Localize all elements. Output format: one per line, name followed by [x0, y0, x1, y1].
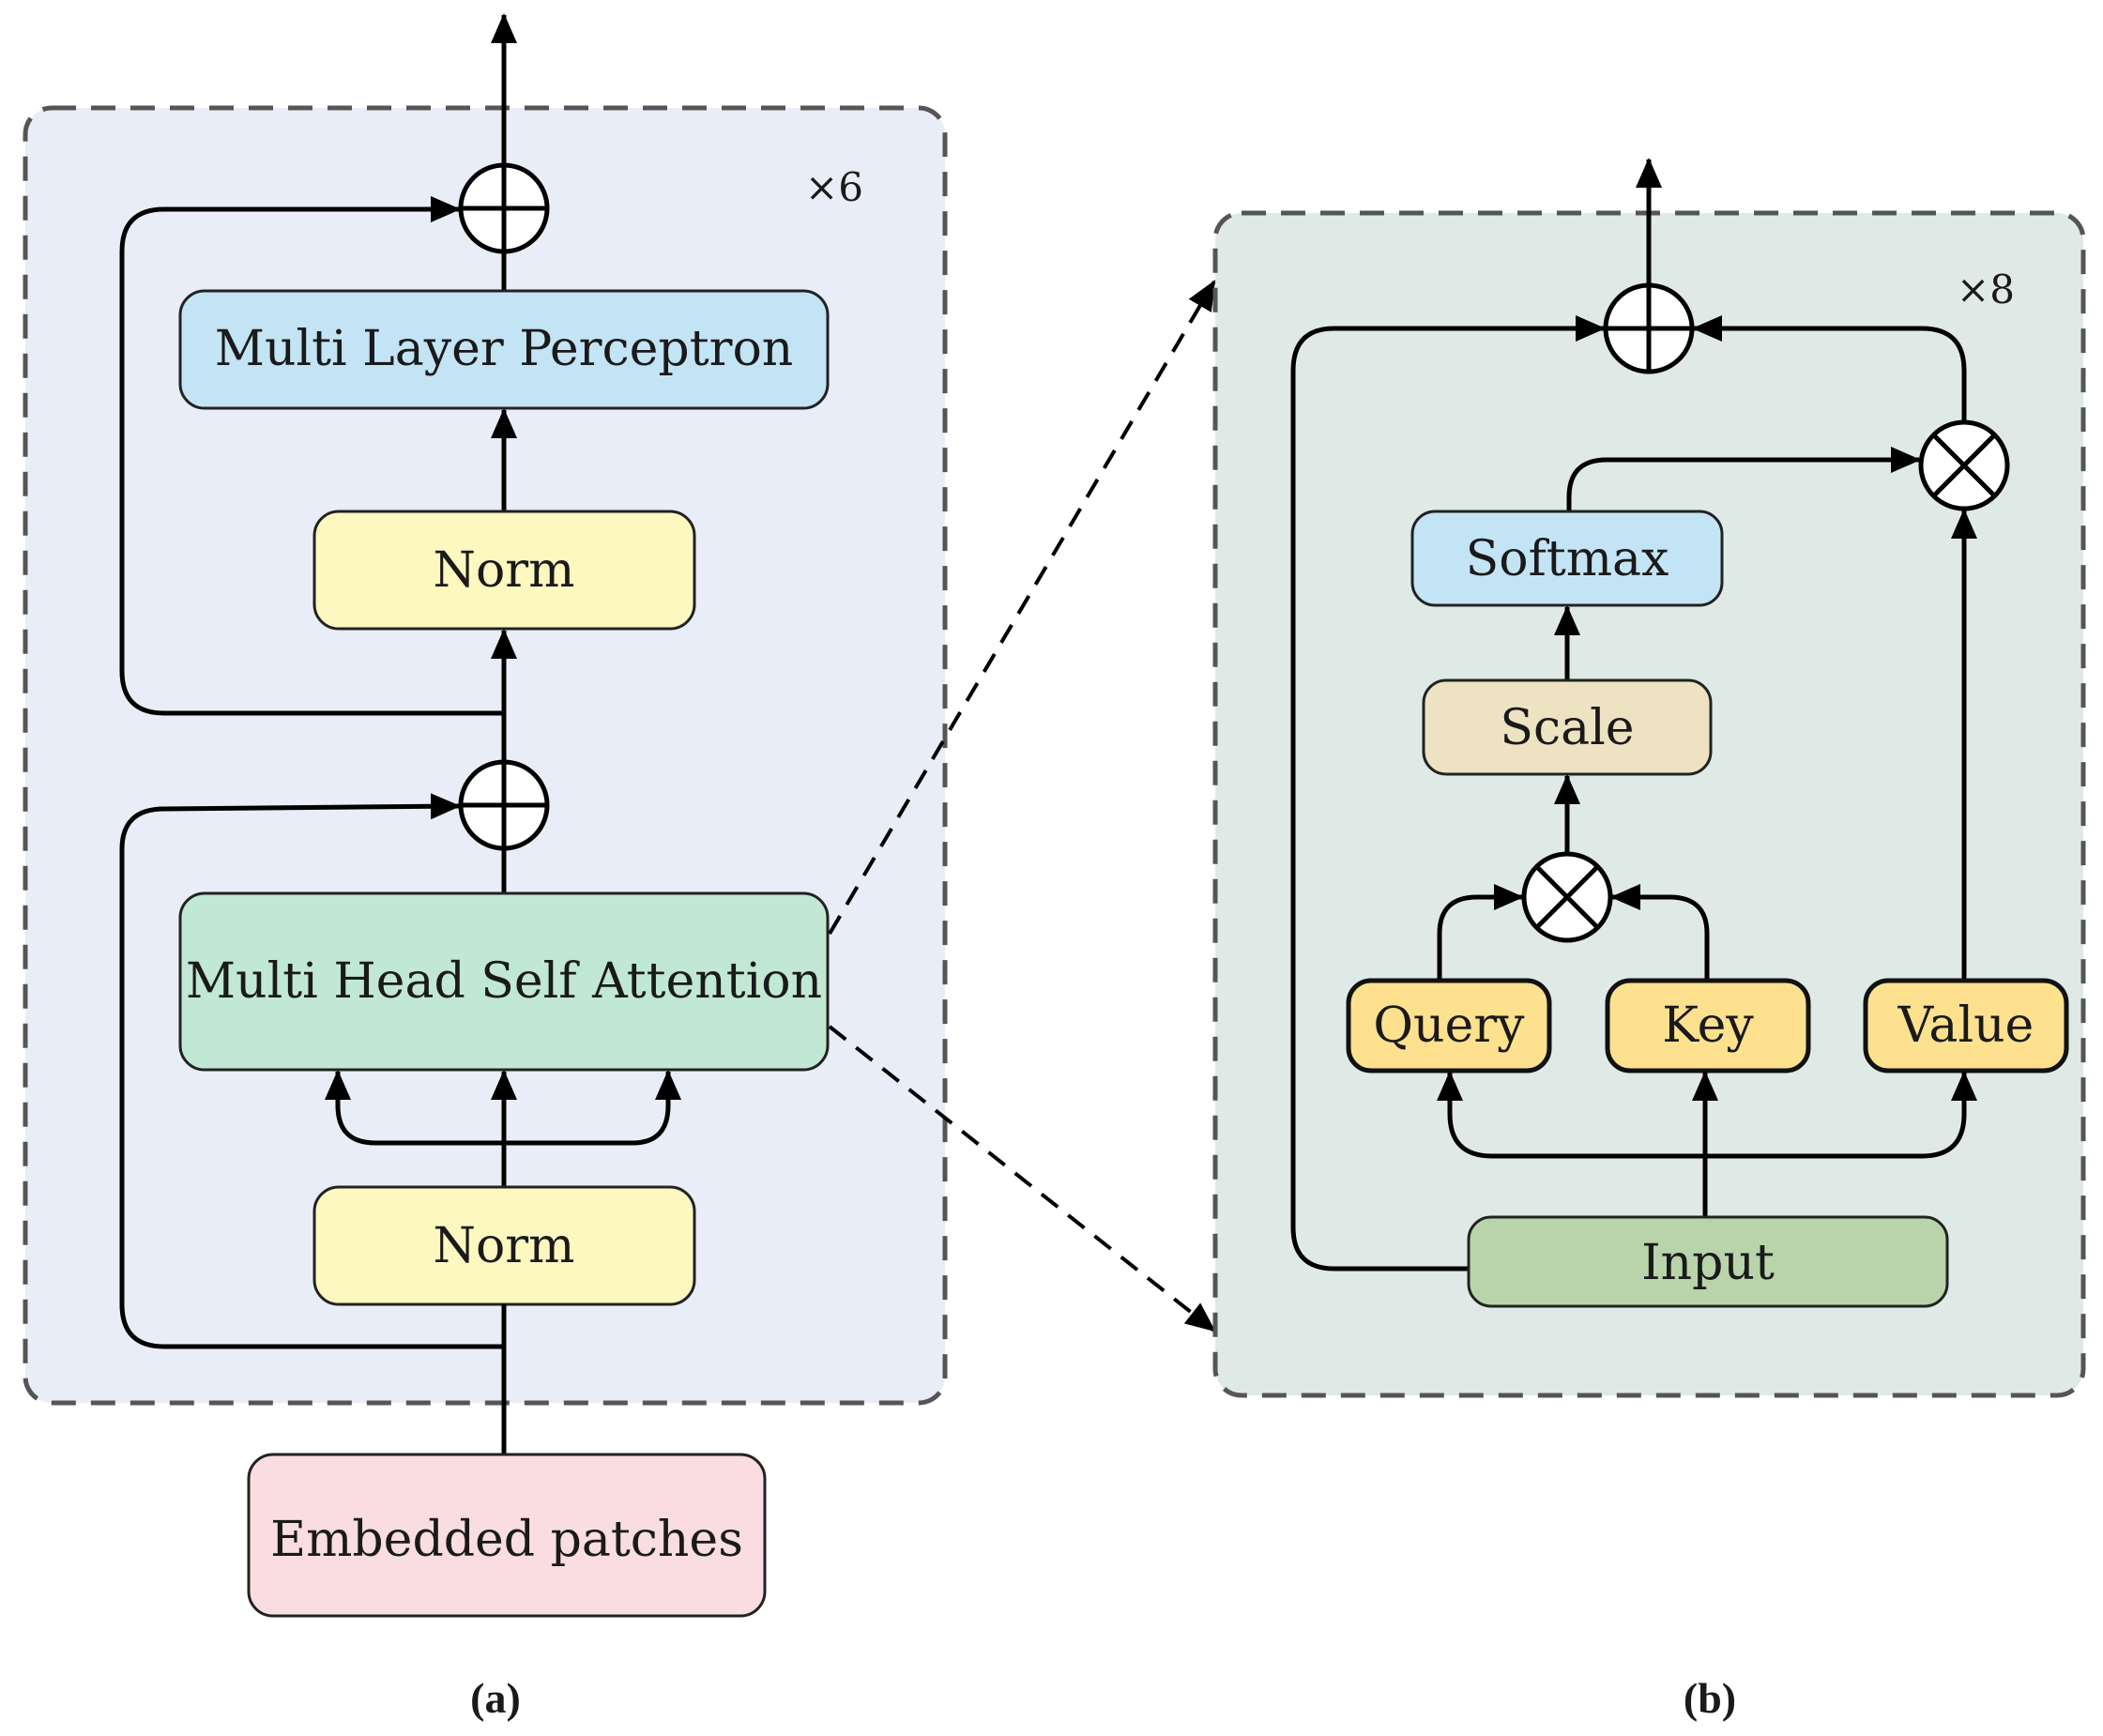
residual-connection-bottom [119, 793, 504, 1349]
key-label: Key [1662, 997, 1754, 1054]
add-node-middle [458, 759, 550, 851]
attention-residual-connection [1290, 315, 1606, 1272]
zoom-connector-top [828, 280, 1216, 936]
panel-b-caption: (b) [1684, 1674, 1736, 1722]
panel-a-repeat-label: ×6 [805, 164, 863, 210]
scale-label: Scale [1500, 700, 1634, 756]
zoom-connector-bottom [828, 1025, 1216, 1332]
multiply-node-query-key [1521, 851, 1613, 943]
mlp-label: Multi Layer Perceptron [215, 321, 794, 377]
query-to-multiply-arrow [1437, 884, 1524, 981]
softmax-label: Softmax [1466, 531, 1669, 587]
value-label: Value [1897, 997, 2034, 1054]
norm-top-label: Norm [434, 542, 575, 599]
embedded-patches-label: Embedded patches [270, 1512, 743, 1568]
key-to-multiply-arrow [1610, 884, 1710, 981]
panel-a-caption: (a) [470, 1674, 521, 1722]
multiply-node-value [1918, 419, 2010, 511]
embedded-patches-box [247, 1453, 767, 1618]
mhsa-label: Multi Head Self Attention [186, 953, 822, 1010]
panel-a-frame [23, 105, 948, 1406]
panel-a: ×6 Multi Layer Perceptron Norm [23, 13, 948, 1722]
query-label: Query [1373, 997, 1525, 1054]
input-label: Input [1641, 1235, 1775, 1291]
add-node-attention [1603, 282, 1695, 374]
softmax-to-multiply-arrow [1566, 447, 1921, 511]
norm-bottom-label: Norm [434, 1218, 575, 1274]
multiply-to-add-arrow [1692, 315, 1967, 422]
panel-b-repeat-label: ×8 [1957, 266, 2015, 312]
input-box [1467, 1215, 1949, 1308]
split-arrow-right [504, 1070, 681, 1146]
residual-connection-top [119, 196, 504, 716]
split-arrow-left [325, 1070, 504, 1146]
add-node-top [458, 162, 550, 254]
panel-b: ×8 Softmax Scale [1212, 158, 2086, 1722]
input-to-query-arrow [1437, 1071, 1705, 1159]
input-to-value-arrow [1705, 1071, 1977, 1159]
